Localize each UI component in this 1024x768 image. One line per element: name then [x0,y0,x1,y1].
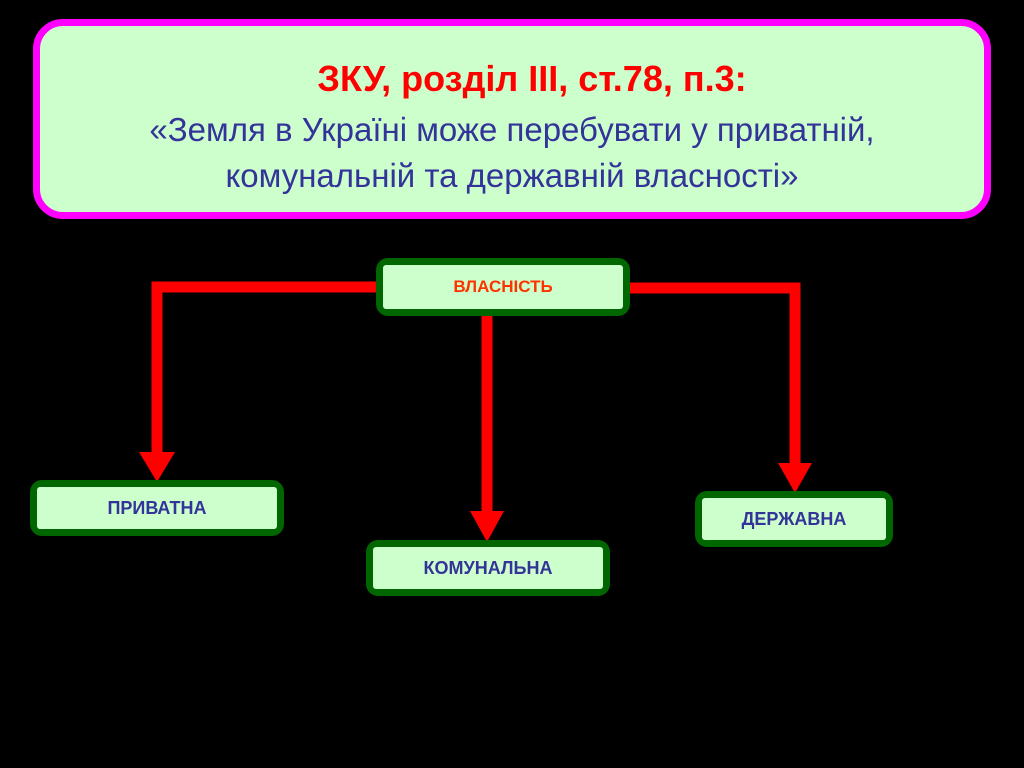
arrow-to-state [626,282,801,466]
node-communal: КОМУНАЛЬНА [366,540,610,596]
arrowhead-to-communal [470,511,504,542]
node-private-label: ПРИВАТНА [37,487,277,529]
arrowhead-to-private [139,452,175,482]
citation-quote-line-2: комунальній та державній власності» [225,157,799,194]
node-ownership-label: ВЛАСНІСТЬ [383,265,623,309]
citation-box: ЗКУ, розділ ІІІ, ст.78, п.3: «Земля в Ук… [33,19,991,219]
node-state-label: ДЕРЖАВНА [702,498,886,540]
node-private: ПРИВАТНА [30,480,284,536]
node-ownership: ВЛАСНІСТЬ [376,258,630,316]
arrowhead-to-state [778,463,812,493]
arrow-to-private [151,281,383,455]
citation-title: ЗКУ, розділ ІІІ, ст.78, п.3: [317,58,747,99]
node-communal-label: КОМУНАЛЬНА [373,547,603,589]
node-state: ДЕРЖАВНА [695,491,893,547]
citation-quote-line-1: «Земля в Україні може перебувати у прива… [149,111,875,148]
citation-quote: «Земля в Україні може перебувати у прива… [40,107,984,199]
